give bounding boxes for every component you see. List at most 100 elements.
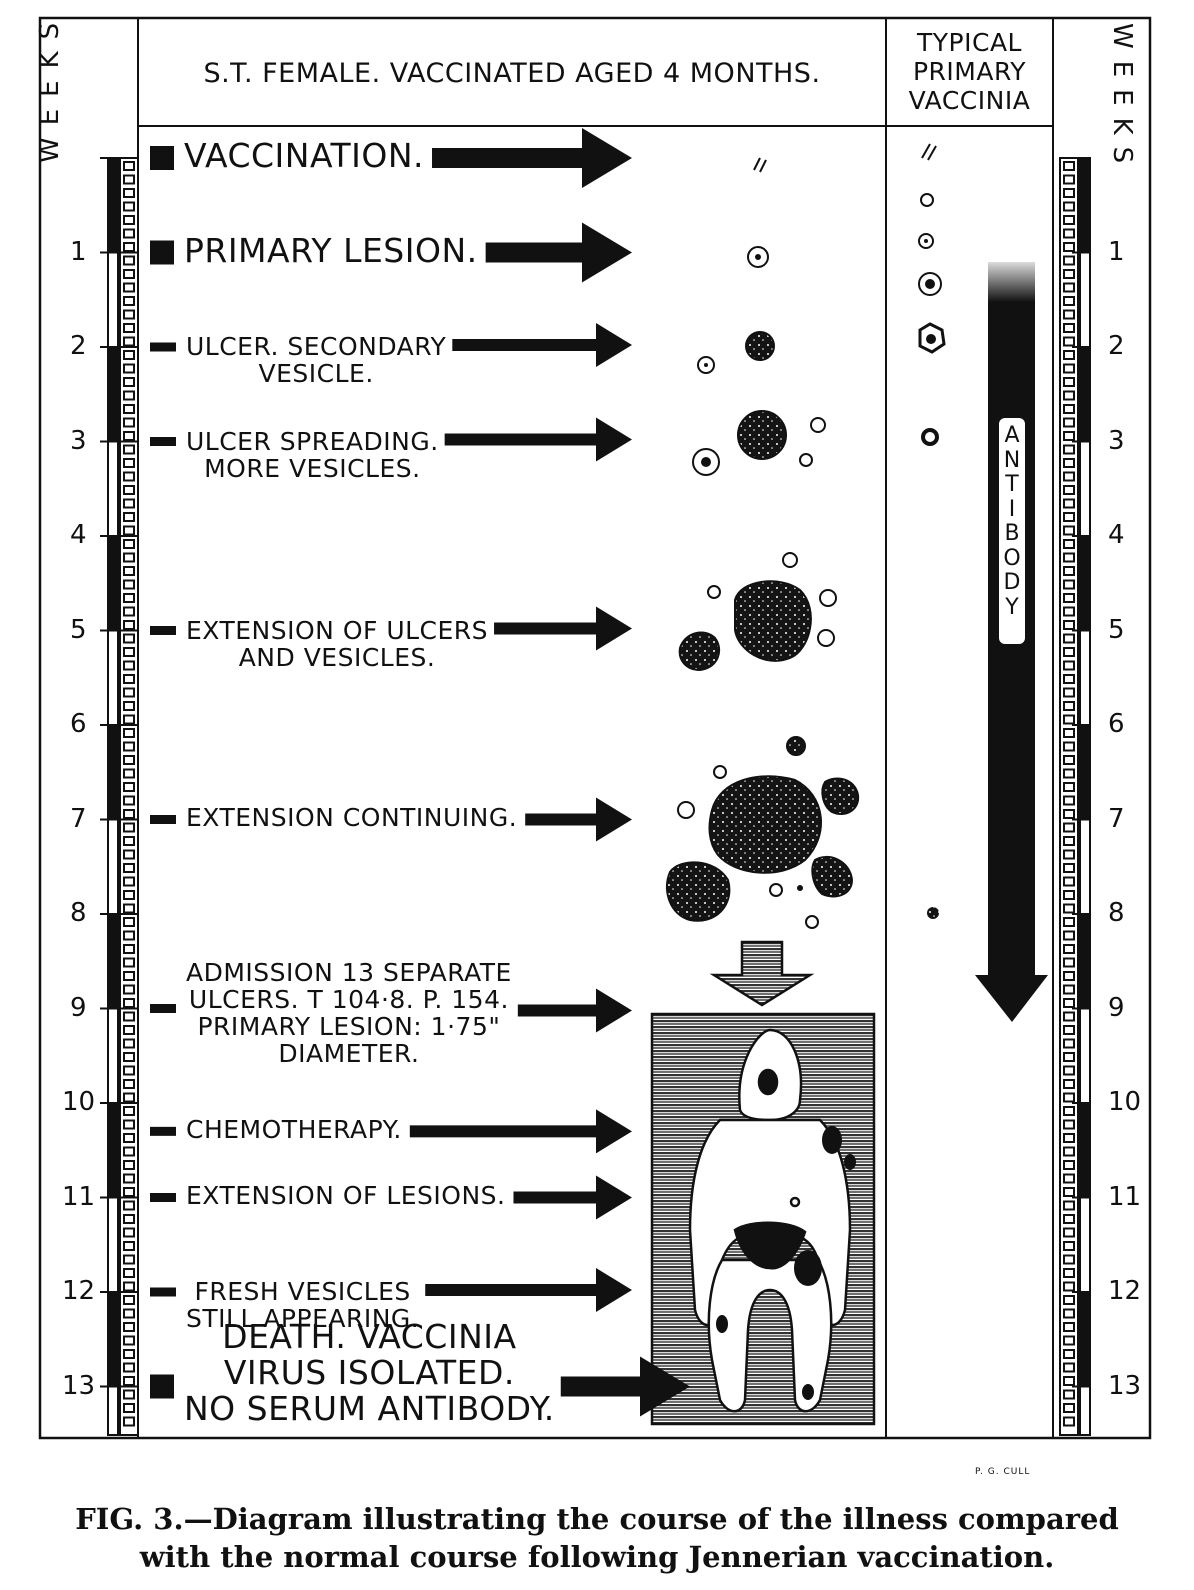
left-week-number: 4 [70,520,87,550]
ruler-perforation [1063,782,1075,792]
event-label: ULCER SPREADING.MORE VESICLES. [186,428,439,482]
event-label: PRIMARY LESION. [184,232,478,269]
ruler-perforation [123,444,135,455]
ruler-perforation [1063,714,1075,725]
antibody-letter: B [1004,521,1020,546]
event-label-line: EXTENSION OF ULCERS [186,615,489,645]
ruler-perforation [123,674,135,684]
ruler-perforation [123,1133,135,1143]
event-arrow-head [640,1356,690,1417]
ruler-perforation [123,1011,135,1022]
right-week-number: 11 [1108,1181,1142,1212]
event-label-line: VESICLE. [258,359,374,388]
left-week-number: 12 [62,1276,96,1306]
event-arrow-shaft [432,148,582,168]
ruler-perforation [123,741,135,752]
ruler-perforation [1063,377,1075,387]
ruler-week-band [107,440,119,537]
event-arrow-head [582,128,632,188]
ruler-perforation [1063,498,1075,509]
event-label-line: EXTENSION CONTINUING. [186,803,518,832]
ruler-perforation [123,809,135,819]
ruler-perforation [1063,1187,1075,1197]
ruler-perforation [1063,431,1075,441]
ruler-perforation [123,552,135,563]
ruler-perforation [123,1160,135,1170]
event-arrow-head [596,1268,632,1312]
left-week-number: 13 [62,1370,96,1401]
ruler-perforation [1063,1173,1075,1184]
ruler-perforation [123,728,135,738]
ruler-perforation [1063,822,1075,833]
ruler-perforation [1063,188,1075,198]
ruler-perforation [1063,1052,1075,1062]
event-arrow-head [596,323,632,367]
ruler-perforation [123,269,135,279]
ruler-perforation [123,1146,135,1157]
ruler-perforation [1063,1281,1075,1292]
ruler-perforation [1063,1119,1075,1130]
ruler-week-band [107,1385,119,1436]
ruler-perforation [123,1241,135,1251]
ruler-perforation [123,336,135,347]
event-label-line: ULCER. SECONDARY [186,332,447,361]
ruler-perforation [1063,269,1075,279]
ruler-week-band [107,818,119,915]
event-label-line: VIRUS ISOLATED. [223,1352,515,1392]
event-arrow-shaft [494,622,596,635]
ruler-perforation [1063,282,1075,293]
right-week-number: 10 [1108,1087,1142,1117]
ruler-perforation [1063,1362,1075,1373]
ruler-perforation [1063,795,1075,806]
ruler-perforation [123,903,135,914]
ruler-perforation [123,647,135,657]
ruler-week-band [107,1007,119,1104]
ruler-perforation [123,1065,135,1076]
ruler-perforation [1063,998,1075,1008]
ruler-perforation [1063,1335,1075,1346]
ruler-perforation [123,1106,135,1116]
right-week-number: 1 [1108,236,1125,267]
ruler-week-band [1079,440,1091,537]
ruler-perforation [123,890,135,900]
right-week-number: 5 [1108,614,1125,645]
ruler-perforation [123,1295,135,1305]
ruler-perforation [1063,404,1075,414]
ruler-perforation [123,876,135,887]
ruler-week-band [1079,1102,1091,1199]
event-bullet [150,626,176,635]
ruler-week-band [107,1196,119,1293]
ruler-perforation [123,1038,135,1049]
event-label: EXTENSION CONTINUING. [186,804,517,831]
left-week-number: 3 [70,425,87,456]
ruler-week-band [107,346,119,443]
ruler-perforation [1063,971,1075,981]
ruler-perforation [1063,1295,1075,1305]
ruler-perforation [123,566,135,576]
event-arrow-shaft [485,242,582,263]
figure-caption: FIG. 3.—Diagram illustrating the course … [0,1500,1194,1576]
ruler-week-band [1079,535,1091,632]
event-label-line: ULCER SPREADING. [186,426,439,456]
ruler-week-band [107,629,119,726]
ruler-perforation [123,390,135,401]
antibody-letter: D [1003,570,1021,595]
ruler-perforation [123,174,135,185]
ruler-perforation [123,309,135,320]
ruler-week-band [107,1102,119,1199]
ruler-perforation [123,917,135,927]
ruler-perforation [123,323,135,333]
ruler-perforation [1063,1133,1075,1143]
ruler-perforation [123,701,135,711]
ruler-perforation [1063,1227,1075,1238]
ruler-perforation [123,1268,135,1278]
ruler-perforation [123,1335,135,1346]
event-arrow-shaft [452,339,596,351]
event-label-line: ADMISSION 13 SEPARATE [186,957,512,987]
outer-frame [38,16,1152,1440]
ruler-perforation [1063,741,1075,752]
left-week-number: 6 [70,709,87,739]
ruler-perforation [1063,174,1075,185]
ruler-perforation [1063,660,1075,671]
